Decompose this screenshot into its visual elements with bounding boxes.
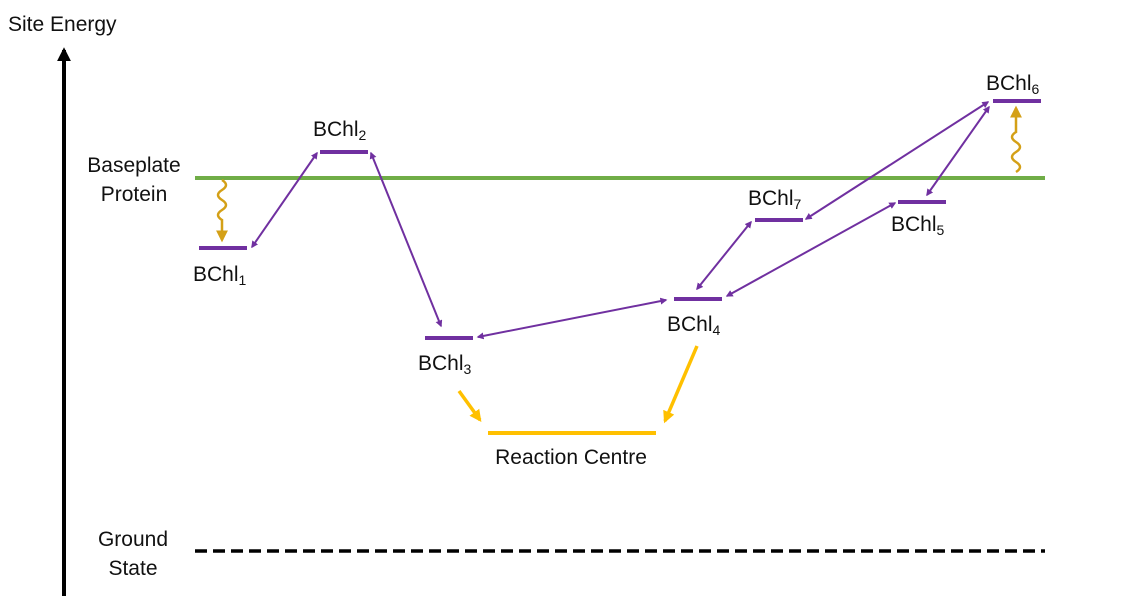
bchl4-label: BChl4: [667, 313, 721, 338]
reaction-centre-label: Reaction Centre: [495, 446, 647, 469]
ground-label-line2: State: [108, 557, 158, 580]
bchl2-label: BChl2: [313, 118, 367, 143]
bchl6-label: BChl6: [986, 72, 1040, 97]
bchl7-label: BChl7: [748, 187, 802, 212]
bchl1-label: BChl1: [193, 263, 247, 288]
transfer-arrow-4-7: [696, 220, 752, 291]
transfer-arrow-2-3: [369, 151, 443, 328]
baseplate-label: Baseplate Protein: [72, 151, 196, 209]
rc-arrow-from-bchl4: [663, 345, 699, 424]
transfer-arrow-5-6: [926, 105, 990, 197]
transfer-arrow-1-2: [251, 151, 318, 249]
baseplate-to-bchl1-wave: [216, 178, 228, 243]
bchl3-label: BChl3: [418, 352, 472, 377]
bchl5-label: BChl5: [891, 213, 945, 238]
baseplate-label-line1: Baseplate: [87, 154, 181, 177]
transfer-arrow-7-6: [804, 101, 990, 220]
y-axis-label: Site Energy: [8, 13, 117, 36]
ground-label-line1: Ground: [97, 528, 169, 551]
transfer-arrow-3-4: [476, 297, 668, 340]
baseplate-label-line2: Protein: [100, 183, 168, 206]
baseplate-to-bchl6-wave: [1010, 105, 1022, 174]
ground-state-label: Ground State: [80, 525, 186, 583]
rc-arrow-from-bchl3: [457, 389, 482, 422]
